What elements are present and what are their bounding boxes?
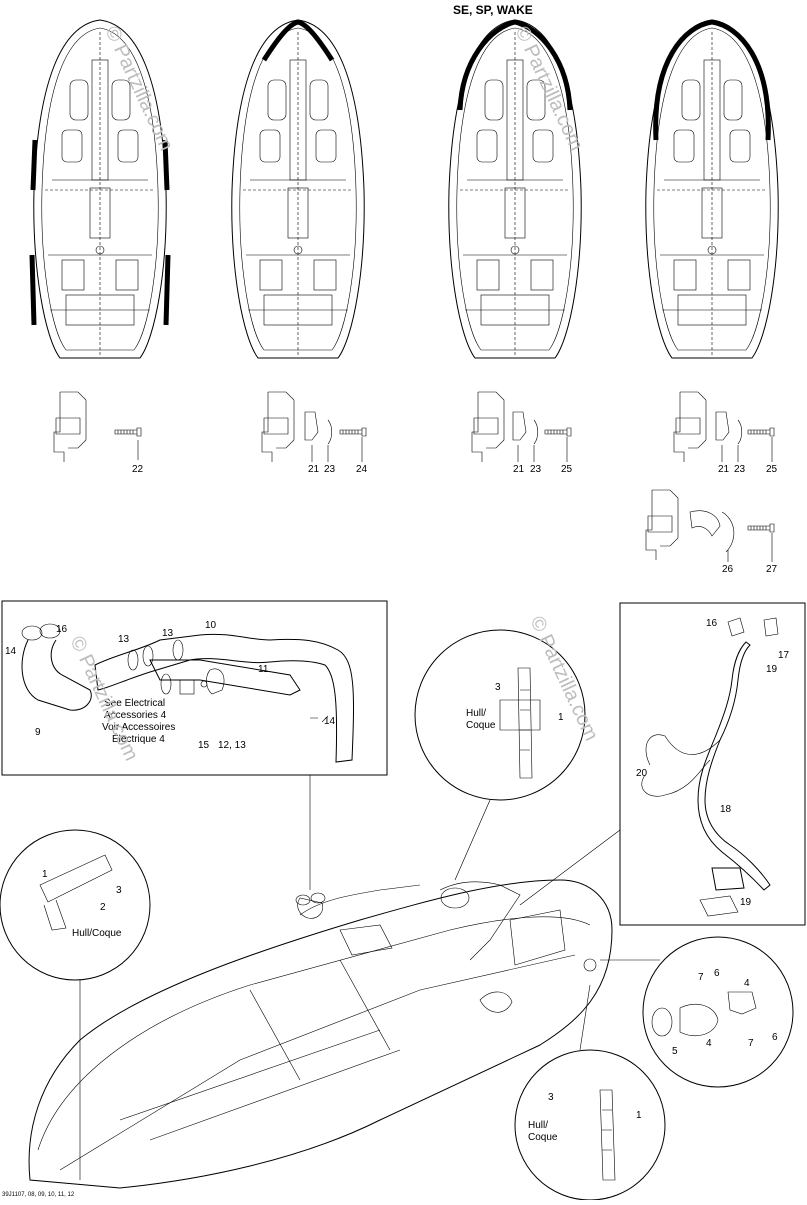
v-callout-10: 10 bbox=[205, 620, 217, 631]
hull-top-view-1 bbox=[29, 19, 171, 359]
v-callout-9: 9 bbox=[35, 727, 41, 738]
v-callout-15: 15 bbox=[198, 740, 210, 751]
dl-callout-1: 1 bbox=[42, 869, 48, 880]
callout-27: 27 bbox=[766, 564, 778, 575]
p-callout-16: 16 bbox=[706, 618, 718, 629]
dp-callout-7b: 7 bbox=[748, 1038, 754, 1049]
callout-25a: 25 bbox=[561, 464, 573, 475]
detail-hull-clip-lower: 3 1 Hull/ Coque bbox=[514, 1049, 666, 1201]
detail-drain-plug: 7 6 4 5 4 7 6 bbox=[642, 936, 794, 1088]
fastener-set-1: 22 bbox=[53, 391, 144, 475]
dp-callout-5: 5 bbox=[672, 1046, 678, 1057]
callout-22: 22 bbox=[132, 464, 144, 475]
callout-21b: 21 bbox=[513, 464, 525, 475]
dr-label-coque: Coque bbox=[466, 720, 496, 731]
v-callout-11: 11 bbox=[258, 664, 269, 675]
dr-callout-3: 3 bbox=[495, 682, 501, 693]
callout-24: 24 bbox=[356, 464, 368, 475]
electrical-note-line-3: Voir Accessoires bbox=[102, 722, 175, 733]
dl-callout-2: 2 bbox=[100, 902, 106, 913]
hull-top-view-4 bbox=[645, 19, 779, 359]
electrical-note-line-4: Électrique 4 bbox=[112, 732, 165, 745]
p-callout-18: 18 bbox=[720, 804, 732, 815]
v-callout-12-13: 12, 13 bbox=[218, 740, 246, 751]
dp-callout-6b: 6 bbox=[772, 1032, 778, 1043]
db-label-hull: Hull/ bbox=[528, 1120, 548, 1131]
electrical-note-line-2: Accessories 4 bbox=[104, 710, 167, 721]
p-callout-19b: 19 bbox=[740, 897, 752, 908]
fastener-set-4: 21 23 25 bbox=[673, 391, 778, 475]
db-callout-3: 3 bbox=[548, 1092, 554, 1103]
boat-perspective-view bbox=[28, 879, 613, 1189]
p-callout-19a: 19 bbox=[766, 664, 778, 675]
hull-top-view-3 bbox=[448, 19, 582, 359]
pump-box-frame bbox=[619, 602, 806, 926]
fastener-set-5: 26 27 bbox=[645, 489, 778, 575]
callout-26: 26 bbox=[722, 564, 734, 575]
hull-top-view-2 bbox=[231, 19, 365, 359]
leader-lines bbox=[79, 775, 660, 1180]
callout-23a: 23 bbox=[324, 464, 336, 475]
dp-callout-4a: 4 bbox=[744, 978, 750, 989]
dp-callout-6a: 6 bbox=[714, 968, 720, 979]
electrical-note-line-1: See Electrical bbox=[104, 698, 165, 709]
db-callout-1: 1 bbox=[636, 1110, 642, 1121]
dl-label-hull: Hull/Coque bbox=[72, 928, 122, 939]
ventilation-kit-panel: 16 14 13 13 10 11 9 15 12, 13 14 See Ele… bbox=[1, 600, 388, 776]
bilge-pump-panel: 16 17 19 20 18 19 bbox=[619, 602, 806, 926]
v-callout-16: 16 bbox=[56, 624, 68, 635]
ventilation-box-frame bbox=[1, 600, 388, 776]
watermark-layer: © Partzilla.com © Partzilla.com © Partzi… bbox=[65, 23, 602, 764]
callout-23b: 23 bbox=[530, 464, 542, 475]
callout-23c: 23 bbox=[734, 464, 746, 475]
fastener-set-2: 21 23 24 bbox=[261, 391, 368, 475]
dl-callout-3: 3 bbox=[116, 885, 122, 896]
variant-header: SE, SP, WAKE bbox=[453, 3, 533, 17]
callout-21a: 21 bbox=[308, 464, 320, 475]
db-label-coque: Coque bbox=[528, 1132, 558, 1143]
v-callout-13a: 13 bbox=[118, 634, 130, 645]
v-callout-14a: 14 bbox=[5, 646, 17, 657]
v-callout-13b: 13 bbox=[162, 628, 174, 639]
drawing-code: 39J1107, 08, 09, 10, 11, 12 bbox=[2, 1192, 75, 1198]
dr-callout-1: 1 bbox=[558, 712, 564, 723]
detail-hull-clip-left: 1 3 2 Hull/Coque bbox=[0, 829, 151, 981]
callout-25b: 25 bbox=[766, 464, 778, 475]
watermark-4: © Partzilla.com bbox=[525, 613, 602, 744]
dr-label-hull: Hull/ bbox=[466, 708, 486, 719]
dp-callout-4b: 4 bbox=[706, 1038, 712, 1049]
p-callout-17: 17 bbox=[778, 650, 790, 661]
fastener-set-3: 21 23 25 bbox=[471, 391, 573, 475]
v-callout-14b: 14 bbox=[324, 716, 336, 727]
p-callout-20: 20 bbox=[636, 768, 648, 779]
detail-hull-clip-upper: 3 1 Hull/ Coque bbox=[414, 629, 586, 801]
dp-callout-7a: 7 bbox=[698, 972, 704, 983]
callout-21c: 21 bbox=[718, 464, 730, 475]
